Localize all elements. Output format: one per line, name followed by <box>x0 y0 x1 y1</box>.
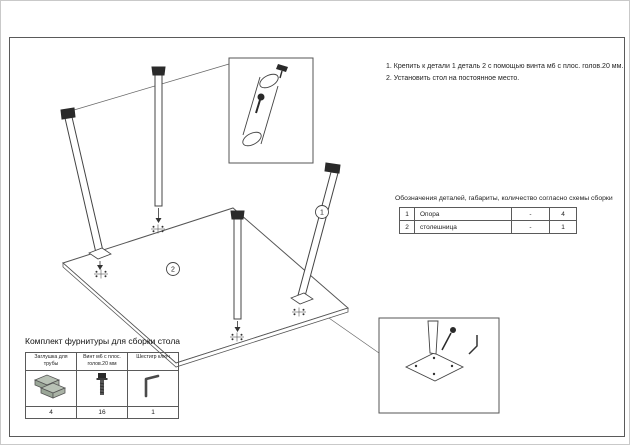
detail-callout-fastener <box>228 57 314 164</box>
part-dims-cell: - <box>511 220 550 234</box>
kit-qty-plug: 4 <box>25 406 77 419</box>
hardware-kit-icon-row <box>25 370 179 407</box>
kit-col-screw-label: Винт м6 с плос. голов.20 мм <box>76 352 128 371</box>
table-leg-center <box>230 210 245 332</box>
leg-cap <box>60 107 76 120</box>
part-dims-cell: - <box>511 207 550 221</box>
leg-tube-opening <box>259 73 279 89</box>
screw-icon <box>450 327 456 333</box>
leg-cap <box>324 162 341 174</box>
leg-stub <box>427 320 439 355</box>
table-leg-back <box>151 66 166 223</box>
part-number-cell: 1 <box>399 207 415 221</box>
detail-callout-mounting-plate <box>378 317 500 414</box>
part-qty-cell: 1 <box>549 220 577 234</box>
kit-qty-screw: 16 <box>76 406 128 419</box>
hardware-kit-header-row: Заглушка для трубы Винт м6 с плос. голов… <box>25 352 179 371</box>
part-number-cell: 2 <box>399 220 415 234</box>
part-callout-number: 1 <box>320 210 324 217</box>
hex-key-icon <box>127 370 179 407</box>
table-leg-right <box>290 162 341 305</box>
tabletop <box>62 207 349 368</box>
part-callout-number: 2 <box>171 267 175 274</box>
hex-key-icon <box>468 335 478 355</box>
drawing-frame <box>9 37 625 437</box>
part-callout-1: 1 <box>315 205 329 219</box>
mounting-plate <box>404 352 465 382</box>
screw-head-icon <box>276 64 288 72</box>
leg-cap <box>230 210 245 220</box>
leg-mounting-plate <box>88 247 112 260</box>
hardware-kit-table: Заглушка для трубы Винт м6 с плос. голов… <box>25 352 179 419</box>
assembly-arrow <box>155 218 162 223</box>
part-qty-cell: 4 <box>549 207 577 221</box>
assembly-arrow <box>234 327 241 332</box>
assembly-instructions: 1. Крепить к детали 1 деталь 2 с помощью… <box>386 61 624 85</box>
leg-cap <box>151 66 166 76</box>
instruction-line-1: 1. Крепить к детали 1 деталь 2 с помощью… <box>386 63 624 70</box>
hardware-kit-title: Комплект фурнитуры для сборки стола <box>25 336 181 346</box>
parts-table-row: 2 столешница - 1 <box>399 220 577 234</box>
part-callout-2: 2 <box>166 262 180 276</box>
screw-icon <box>76 370 128 407</box>
parts-table-row: 1 Опора - 4 <box>399 207 577 221</box>
table-leg-left <box>60 107 112 270</box>
parts-table-caption: Обозначения деталей, габариты, количеств… <box>395 195 613 202</box>
hardware-kit-qty-row: 4 16 1 <box>25 406 179 419</box>
screw-icon <box>257 93 265 101</box>
tube-plug-icon <box>25 370 77 407</box>
part-name-cell: Опора <box>414 207 512 221</box>
callout-leader-line <box>73 63 230 111</box>
kit-qty-hexkey: 1 <box>127 406 179 419</box>
parts-table: 1 Опора - 4 2 столешница - 1 <box>399 207 577 234</box>
kit-col-plug-label: Заглушка для трубы <box>25 352 77 371</box>
instruction-line-2: 2. Установить стол на постоянное место. <box>386 74 520 82</box>
part-name-cell: столешница <box>414 220 512 234</box>
kit-col-hexkey-label: Шестигр ключ <box>127 352 179 371</box>
leg-mounting-plate <box>290 292 314 305</box>
assembly-arrow <box>97 265 103 270</box>
